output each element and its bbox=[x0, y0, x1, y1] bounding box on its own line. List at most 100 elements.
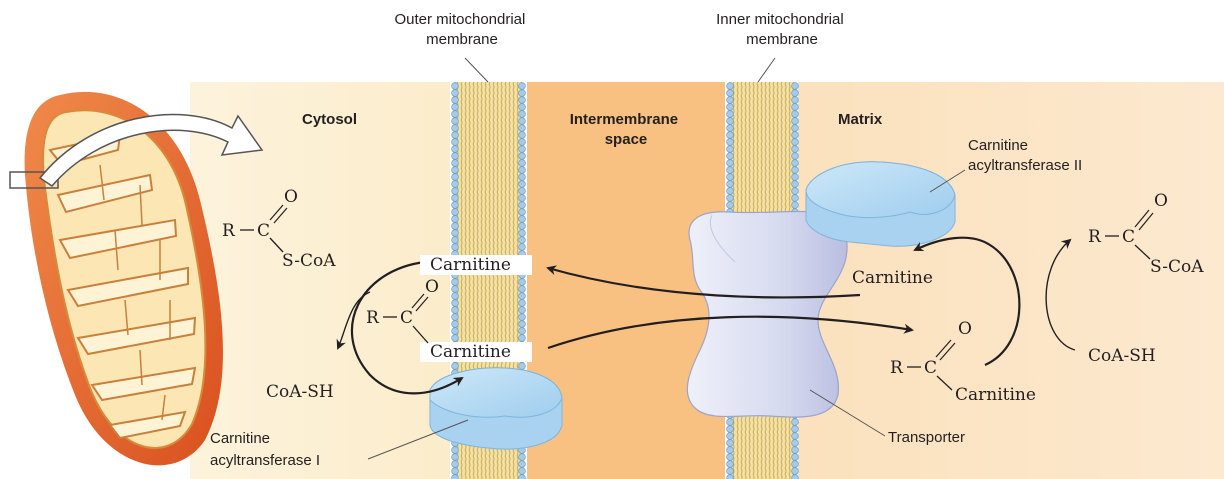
inner-membrane-label: Inner mitochondrial membrane bbox=[716, 11, 848, 48]
phospholipid-head bbox=[452, 125, 459, 132]
phospholipid-head bbox=[519, 111, 526, 118]
phospholipid-head bbox=[519, 307, 526, 314]
phospholipid-head bbox=[727, 167, 734, 174]
phospholipid-head bbox=[727, 461, 734, 468]
phospholipid-head bbox=[792, 153, 799, 160]
phospholipid-head bbox=[452, 97, 459, 104]
phospholipid-head bbox=[452, 230, 459, 237]
phospholipid-head bbox=[452, 195, 459, 202]
phospholipid-head bbox=[727, 132, 734, 139]
phospholipid-head bbox=[792, 426, 799, 433]
phospholipid-head bbox=[792, 461, 799, 468]
phospholipid-head bbox=[519, 321, 526, 328]
phospholipid-head bbox=[519, 174, 526, 181]
phospholipid-head bbox=[727, 153, 734, 160]
phospholipid-head bbox=[452, 328, 459, 335]
phospholipid-head bbox=[519, 132, 526, 139]
coa-sh-cytosol: CoA-SH bbox=[266, 382, 334, 402]
coa-sh-matrix: CoA-SH bbox=[1088, 346, 1156, 366]
carnitine-acyltransferase-one bbox=[430, 368, 562, 449]
phospholipid-head bbox=[727, 475, 734, 479]
phospholipid-head bbox=[452, 286, 459, 293]
svg-text:C: C bbox=[924, 358, 937, 378]
svg-text:R: R bbox=[222, 221, 236, 241]
phospholipid-head bbox=[727, 83, 734, 90]
svg-text:S-CoA: S-CoA bbox=[1150, 257, 1204, 277]
phospholipid-head bbox=[727, 440, 734, 447]
phospholipid-head bbox=[792, 125, 799, 132]
phospholipid-head bbox=[452, 209, 459, 216]
phospholipid-head bbox=[519, 454, 526, 461]
svg-text:S-CoA: S-CoA bbox=[282, 251, 336, 271]
phospholipid-head bbox=[519, 118, 526, 125]
phospholipid-head bbox=[727, 419, 734, 426]
phospholipid-head bbox=[727, 139, 734, 146]
phospholipid-head bbox=[452, 181, 459, 188]
phospholipid-head bbox=[519, 230, 526, 237]
phospholipid-head bbox=[519, 293, 526, 300]
phospholipid-head bbox=[519, 202, 526, 209]
phospholipid-head bbox=[727, 195, 734, 202]
phospholipid-head bbox=[519, 300, 526, 307]
phospholipid-head bbox=[452, 468, 459, 475]
phospholipid-head bbox=[452, 475, 459, 479]
svg-text:R: R bbox=[366, 308, 380, 328]
phospholipid-head bbox=[452, 188, 459, 195]
phospholipid-head bbox=[727, 146, 734, 153]
phospholipid-head bbox=[792, 188, 799, 195]
phospholipid-head bbox=[519, 153, 526, 160]
svg-text:C: C bbox=[257, 221, 270, 241]
phospholipid-head bbox=[792, 90, 799, 97]
phospholipid-head bbox=[727, 104, 734, 111]
phospholipid-head bbox=[792, 468, 799, 475]
phospholipid-head bbox=[792, 433, 799, 440]
outer-membrane-label: Outer mitochondrial membrane bbox=[394, 11, 529, 48]
carnitine-matrix: Carnitine bbox=[852, 268, 933, 288]
phospholipid-head bbox=[452, 300, 459, 307]
cytosol-label: Cytosol bbox=[302, 111, 357, 128]
phospholipid-head bbox=[452, 321, 459, 328]
phospholipid-head bbox=[792, 174, 799, 181]
phospholipid-head bbox=[519, 83, 526, 90]
phospholipid-head bbox=[727, 118, 734, 125]
phospholipid-head bbox=[727, 90, 734, 97]
phospholipid-head bbox=[519, 328, 526, 335]
svg-text:O: O bbox=[1154, 191, 1168, 211]
phospholipid-head bbox=[519, 363, 526, 370]
phospholipid-head bbox=[792, 146, 799, 153]
carnitine-acyltransferase-two bbox=[806, 162, 955, 246]
phospholipid-head bbox=[519, 461, 526, 468]
phospholipid-head bbox=[452, 153, 459, 160]
phospholipid-head bbox=[519, 279, 526, 286]
phospholipid-head bbox=[727, 202, 734, 209]
svg-text:C: C bbox=[400, 308, 413, 328]
phospholipid-head bbox=[452, 83, 459, 90]
svg-text:O: O bbox=[425, 277, 439, 297]
phospholipid-head bbox=[792, 454, 799, 461]
phospholipid-head bbox=[792, 160, 799, 167]
phospholipid-head bbox=[792, 118, 799, 125]
phospholipid-head bbox=[727, 125, 734, 132]
phospholipid-head bbox=[452, 223, 459, 230]
phospholipid-head bbox=[792, 440, 799, 447]
phospholipid-head bbox=[452, 335, 459, 342]
phospholipid-head bbox=[727, 174, 734, 181]
phospholipid-head bbox=[452, 118, 459, 125]
phospholipid-head bbox=[727, 111, 734, 118]
phospholipid-head bbox=[452, 293, 459, 300]
phospholipid-head bbox=[452, 104, 459, 111]
phospholipid-head bbox=[519, 181, 526, 188]
svg-text:O: O bbox=[284, 187, 298, 207]
phospholipid-head bbox=[452, 132, 459, 139]
phospholipid-head bbox=[519, 209, 526, 216]
phospholipid-head bbox=[519, 216, 526, 223]
phospholipid-head bbox=[727, 454, 734, 461]
phospholipid-head bbox=[519, 195, 526, 202]
phospholipid-head bbox=[519, 335, 526, 342]
phospholipid-head bbox=[519, 125, 526, 132]
phospholipid-head bbox=[519, 314, 526, 321]
phospholipid-head bbox=[792, 202, 799, 209]
phospholipid-head bbox=[519, 97, 526, 104]
phospholipid-head bbox=[452, 314, 459, 321]
